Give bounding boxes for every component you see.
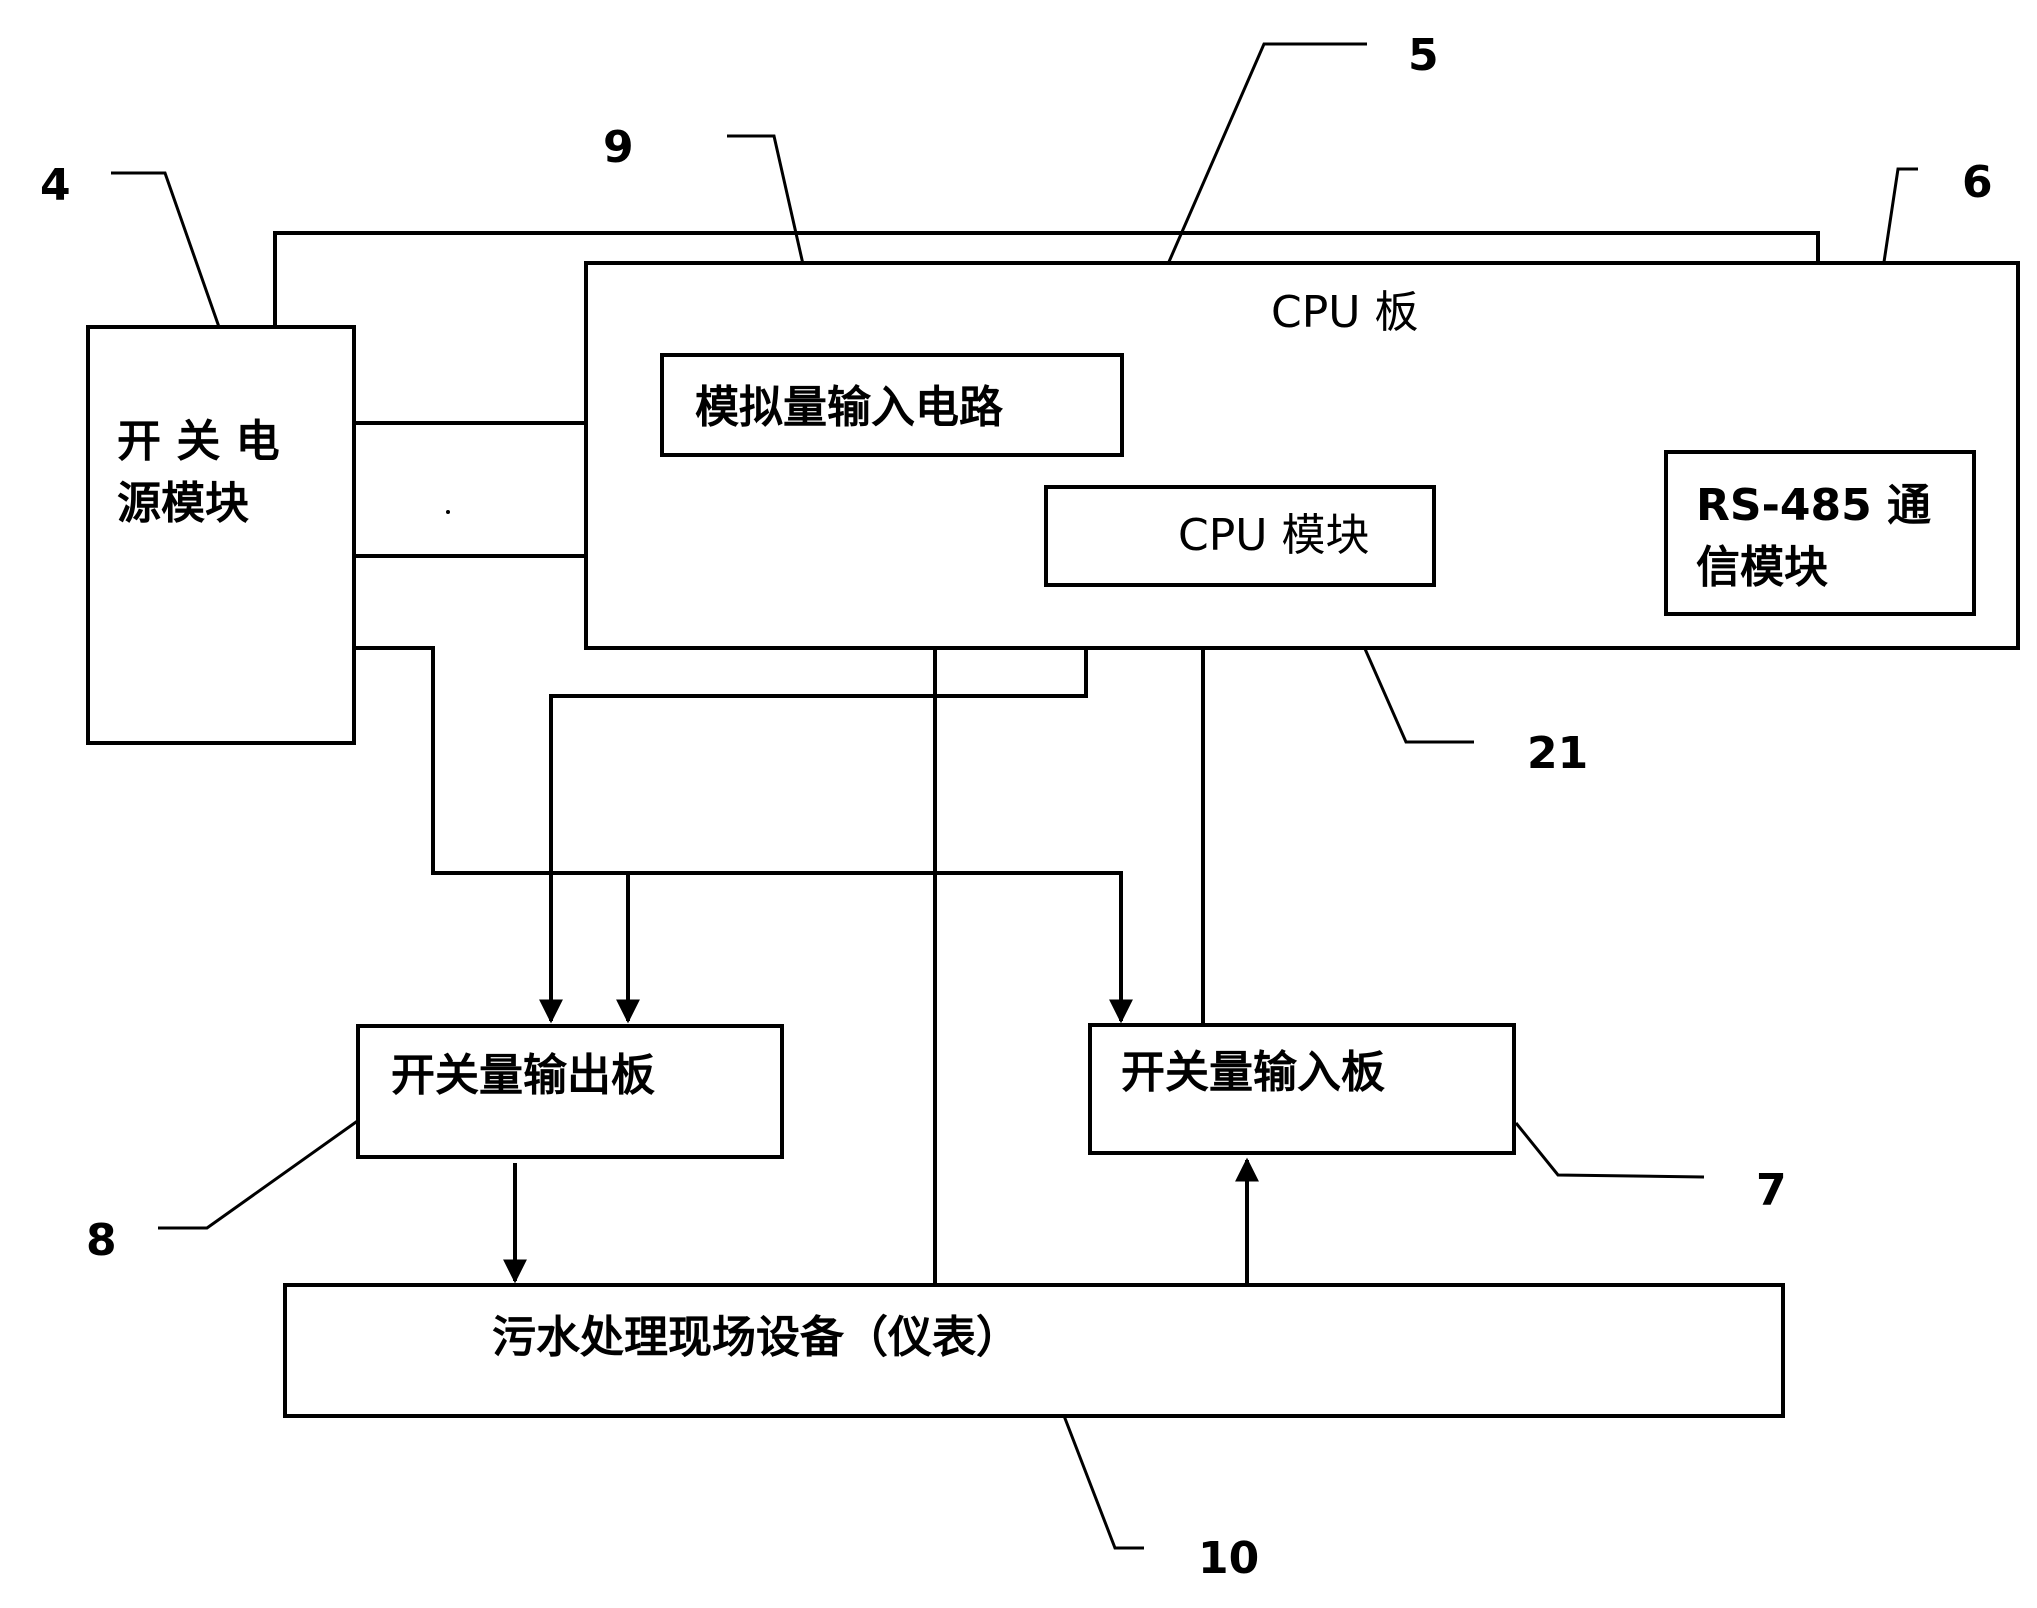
rs485-label-line2: 信模块	[1696, 542, 1828, 593]
switch-input-label: 开关量输入板	[1121, 1047, 1385, 1098]
line-cpu-to-switch-output	[539, 587, 1088, 1024]
switch-output-label: 开关量输出板	[391, 1050, 655, 1101]
ref-number-21: 21	[1527, 728, 1589, 779]
ref-number-8: 8	[86, 1215, 117, 1266]
switching-power-module	[86, 325, 356, 745]
ref-number-9: 9	[603, 122, 634, 173]
leader-10	[1059, 1407, 1144, 1550]
ref-number-10: 10	[1198, 1533, 1260, 1584]
line-power-to-switch-boards	[356, 646, 1133, 1024]
switch-input-board	[1088, 1023, 1516, 1155]
field-equipment	[283, 1283, 1785, 1418]
power-label-line1: 开 关 电	[117, 416, 280, 467]
ref-number-6: 6	[1962, 157, 1993, 208]
cpu-module-label: CPU 模块	[1178, 510, 1370, 561]
analog-input-circuit	[660, 353, 1124, 457]
cpu-module	[1044, 485, 1436, 587]
stray-dot	[446, 510, 450, 514]
ref-number-5: 5	[1408, 30, 1439, 81]
ref-number-7: 7	[1756, 1165, 1787, 1216]
power-label-line2: 源模块	[117, 478, 249, 529]
rs485-label-line1: RS-485 通	[1696, 480, 1931, 531]
leader-4	[111, 171, 221, 328]
switch-output-board	[356, 1024, 784, 1159]
analog-input-label: 模拟量输入电路	[695, 382, 1003, 433]
cpu-board-label: CPU 板	[1271, 287, 1419, 338]
leader-8	[158, 1103, 381, 1230]
rs485-module	[1664, 450, 1976, 616]
leader-5	[1166, 42, 1367, 265]
field-equipment-label: 污水处理现场设备（仪表）	[492, 1312, 1020, 1363]
leader-7	[1514, 1122, 1705, 1179]
ref-number-4: 4	[40, 160, 71, 211]
